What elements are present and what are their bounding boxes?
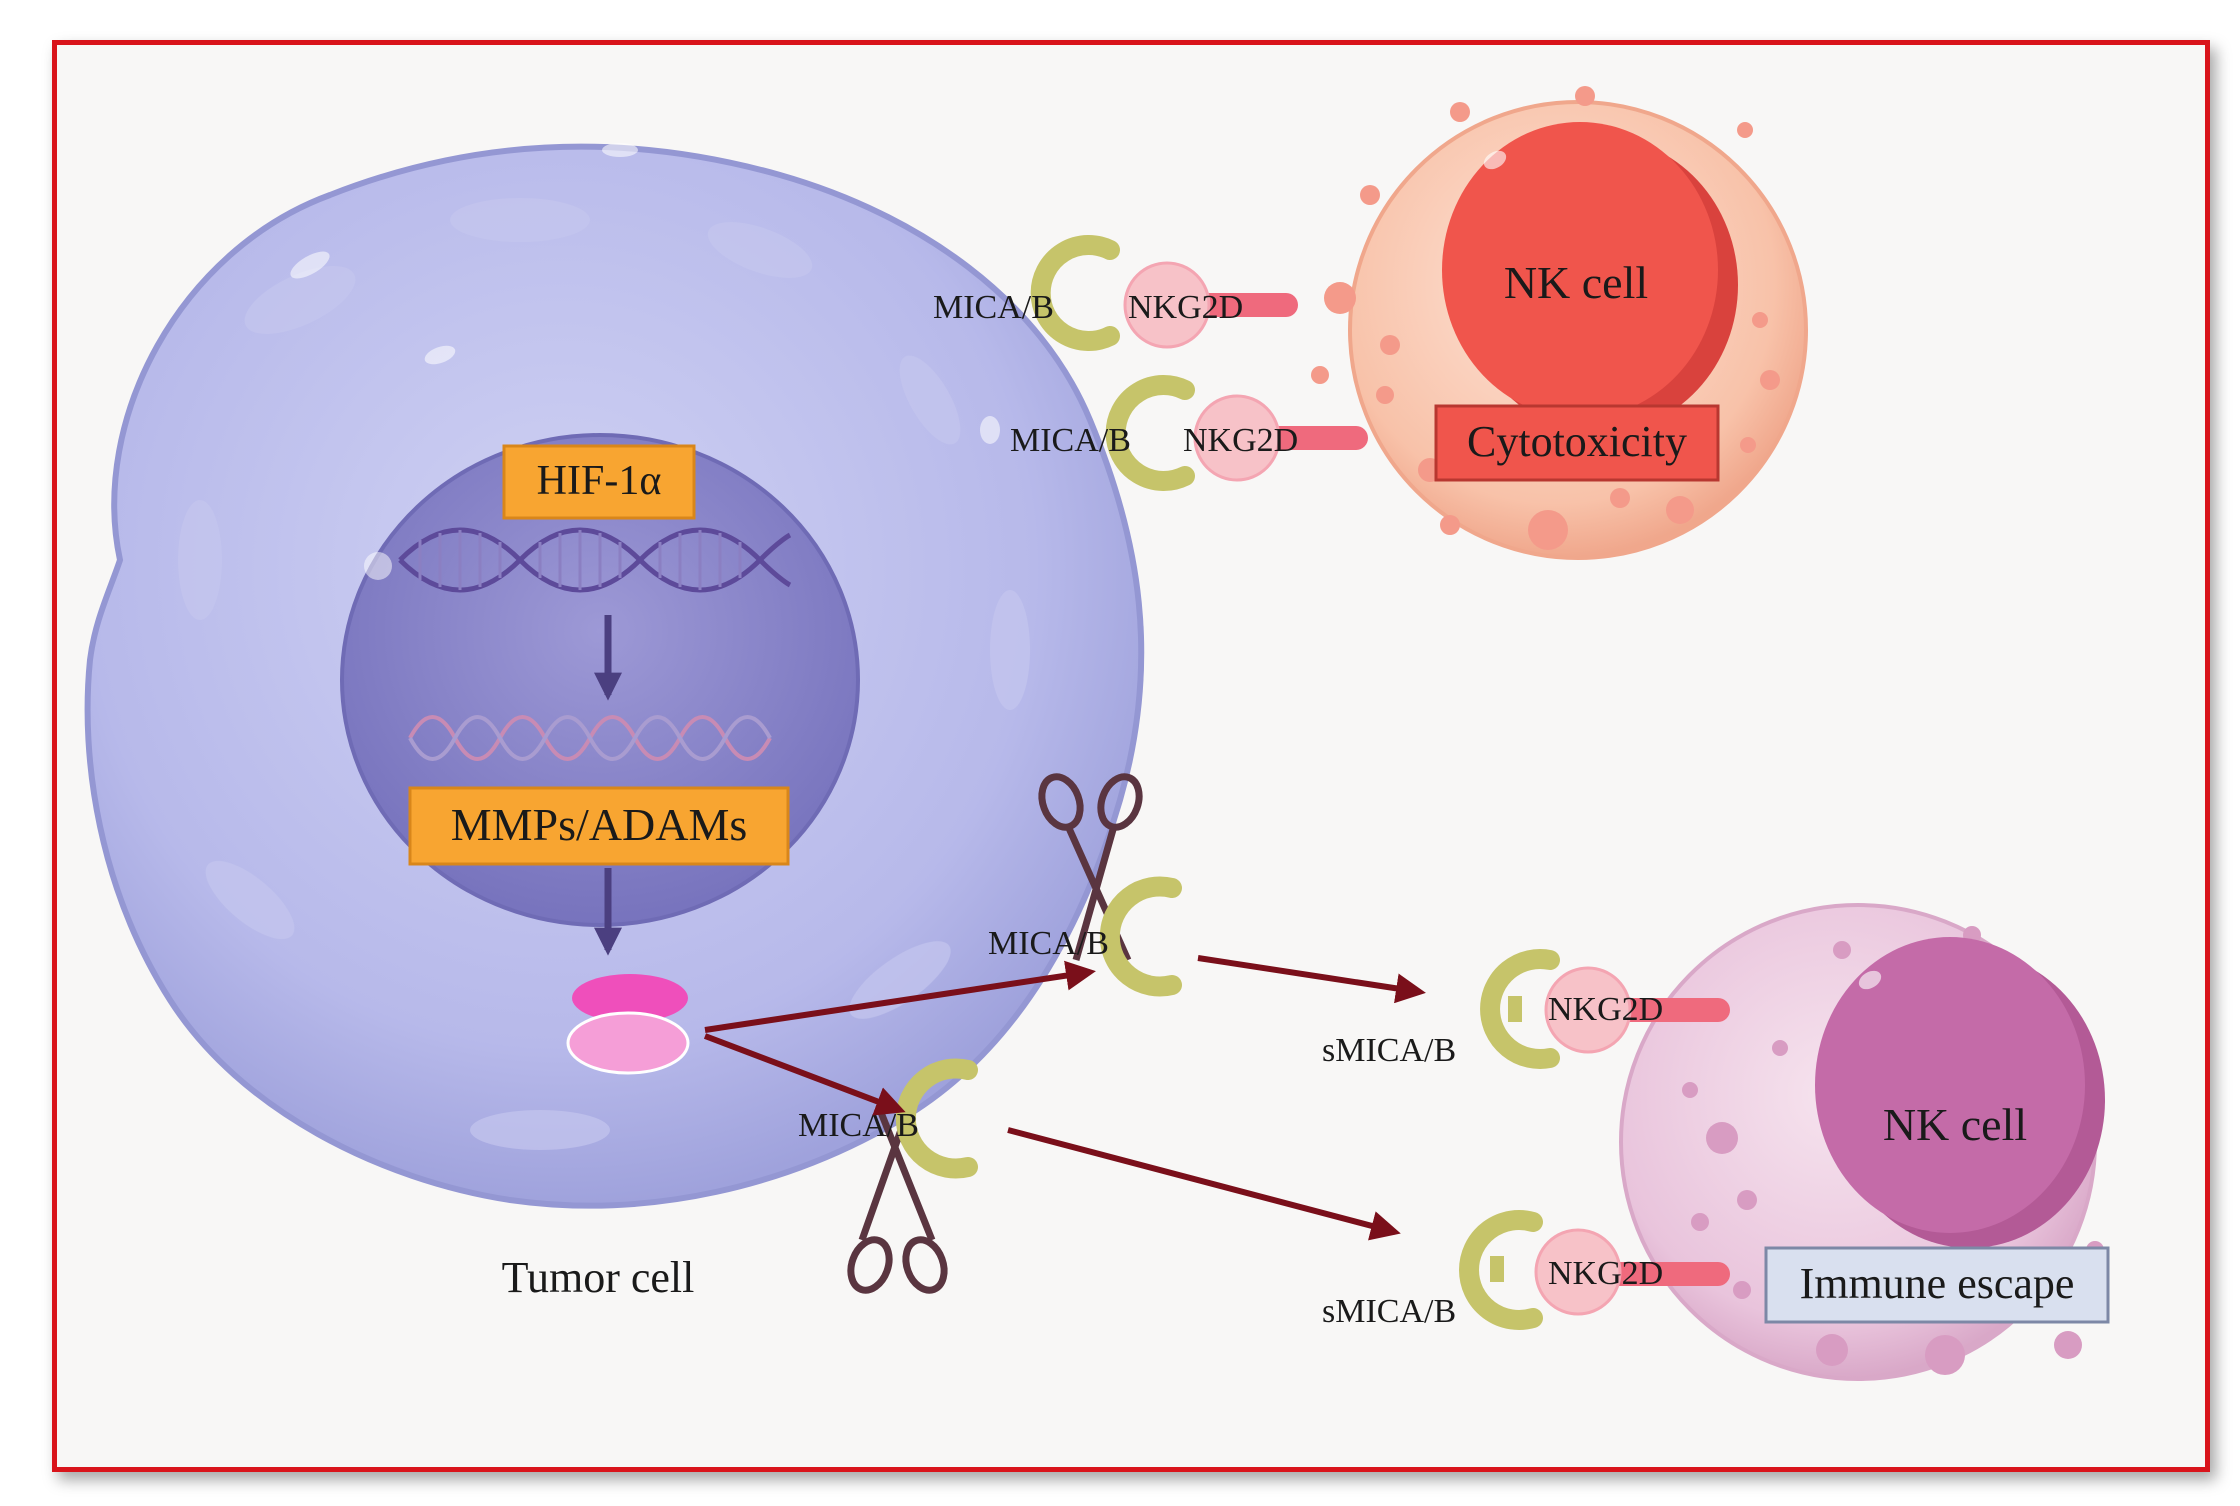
tumor-cell-label: Tumor cell [502,1253,695,1302]
bound-ligand-label-1: MICA/B [933,289,1054,326]
cleaved-ligand-label-1: MICA/B [988,925,1109,962]
bound-ligand-label-2: MICA/B [1010,422,1131,459]
shed-ligand-2: MICA/B [798,1058,978,1179]
arrow-protease-to-top [704,960,1096,1033]
cytoplasm-texture [178,198,1030,1150]
cytotoxicity-box: Cytotoxicity [1434,404,1720,482]
bound-pair-1: MICA/B NKG2D [933,235,1298,351]
mmp-label: MMPs/ADAMs [451,799,748,850]
nk-inhibited-granules [1682,926,2104,1375]
nk-inhibited-nucleus [1815,937,2085,1233]
nk-cell-inhibited: NK cell Immune escape [1619,903,2110,1381]
nk-active-nucleus-highlight [1483,150,1507,170]
nucleus-highlight [364,552,392,580]
soluble-ligand-label-1: sMICA/B [1322,1032,1456,1069]
bound-pair-2: MICA/B NKG2D [1010,375,1368,491]
cleavage-arrows [703,955,1426,1241]
cleaved-ligand-label-2: MICA/B [798,1107,919,1144]
mrna-helix [408,715,772,761]
hif-label: HIF-1α [537,458,662,504]
soluble-receptor-label-1: NKG2D [1548,991,1663,1028]
soluble-pair-1: sMICA/B NKG2D [1322,949,1730,1069]
tumor-cell: HIF-1α MMPs/ADAMs Tumor cell [84,143,1145,1302]
mmp-label-box: MMPs/ADAMs [408,786,790,866]
dna-helix [398,527,792,593]
nk-inhibited-label: NK cell [1883,1099,2027,1150]
nk-active-nucleus [1442,122,1718,418]
shed-ligand-1: MICA/B [988,876,1182,997]
immune-escape-label: Immune escape [1800,1259,2075,1308]
nk-active-granules [1311,86,1780,550]
mmp-protease [566,974,690,1075]
bound-receptor-label-2: NKG2D [1183,422,1298,459]
soluble-ligand-label-2: sMICA/B [1322,1293,1456,1330]
nk-inhibited-nucleus-highlight [1858,970,1882,990]
soluble-receptor-label-2: NKG2D [1548,1255,1663,1292]
nk-cell-active: NK cell Cytotoxicity [1311,86,1808,560]
immune-escape-box: Immune escape [1764,1246,2110,1324]
arrow-release-bottom [1007,1127,1401,1241]
arrow-release-top [1197,955,1426,1004]
bound-receptor-label-1: NKG2D [1128,289,1243,326]
nk-active-label: NK cell [1504,257,1648,308]
soluble-pair-2: sMICA/B NKG2D [1322,1210,1730,1330]
arrow-protease-to-bottom [703,1033,906,1116]
cytotoxicity-label: Cytotoxicity [1467,417,1687,466]
hif-label-box: HIF-1α [502,444,696,520]
